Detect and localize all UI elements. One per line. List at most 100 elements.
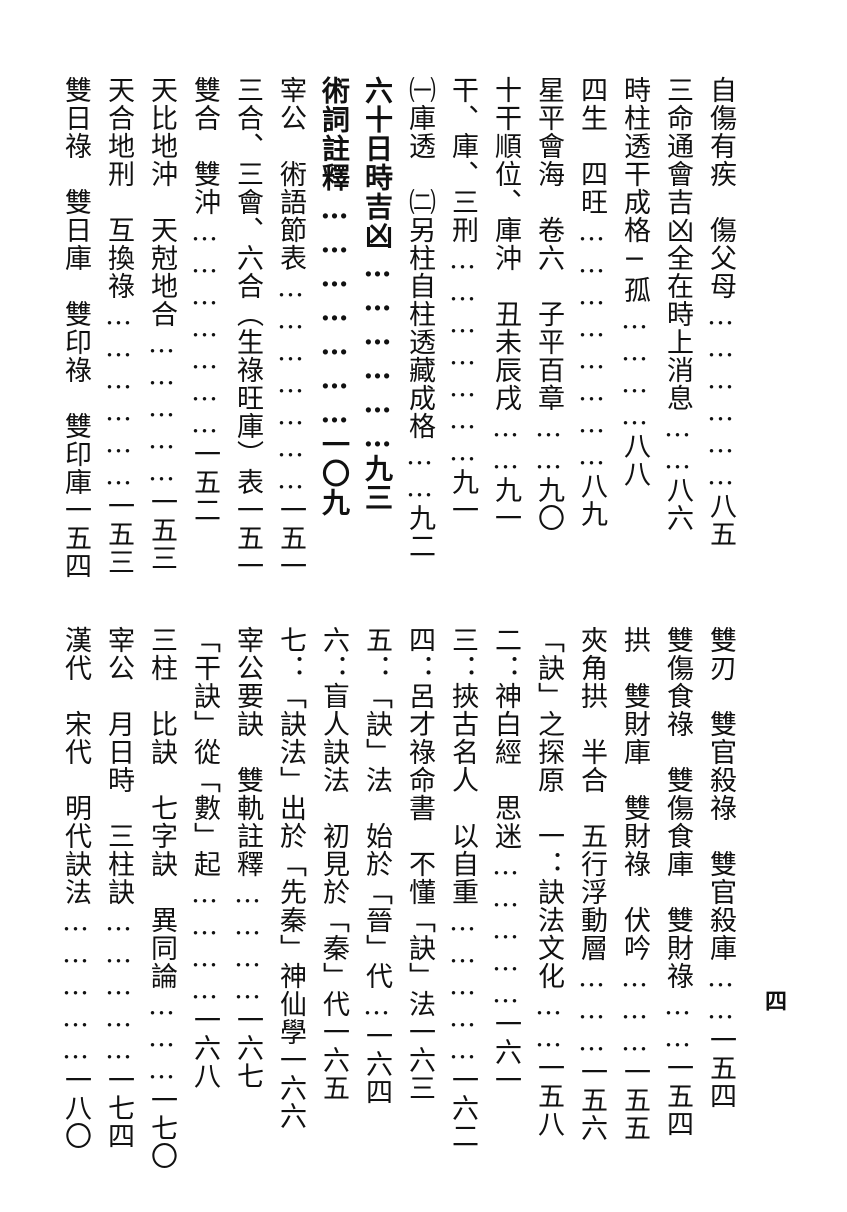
toc-entry-title: 自傷有疾 傷父母 [705,76,736,300]
toc-entry-leader: ………………… [275,272,306,496]
toc-entry-page: 一六三 [404,1018,435,1102]
toc-entry-page: 一六二 [447,1066,478,1150]
toc-entry-title: 雙傷食祿 雙傷食庫 雙財祿 [662,626,693,990]
toc-entry-leader: …………………… [576,216,607,472]
toc-entry-page: 一〇九 [318,430,351,517]
toc-entry-title: 宰公要訣 雙軌註釋 [232,626,263,878]
toc-entry-page: 一五二 [189,440,220,524]
toc-entry: 五：「訣」法 始於「晉」代…一六四 [361,626,392,1116]
toc-entry-title: 天比地沖 天尅地合 [146,76,177,328]
toc-entry-page: 九一 [447,468,478,524]
toc-entry-leader: …… [662,990,693,1054]
toc-entry: 宰公要訣 雙軌註釋…………一六七 [232,626,263,1116]
toc-entry-page: 一五四 [705,1026,736,1110]
toc-entry: 「干訣」從「數」起…………一六八 [189,626,220,1116]
toc-entry-title: 三命通會吉凶全在時上消息 [662,76,693,412]
toc-entry-leader: …… [490,412,521,476]
toc-entry: 拱 雙財庫 雙財祿 伏吟………一五五 [619,626,650,1142]
toc-entry-leader: ……… [619,962,650,1058]
toc-entry-leader: ………… [189,878,220,1006]
toc-entry-page: 一五六 [576,1058,607,1142]
toc-entry-page: 一五一 [232,496,263,580]
toc-entry: 三命通會吉凶全在時上消息……八六 [662,76,693,534]
toc-entry: 四生 四旺……………………八九 [576,76,607,534]
toc-entry-leader: …………… [146,328,177,488]
toc-entry-title: 術詞註釋 [318,76,351,192]
toc-entry-title: 三：挾古名人 以自重 [447,626,478,906]
toc-entry-leader: …… [404,440,435,504]
toc-entry-page: 九〇 [533,476,564,532]
toc-entry: 宰公 月日時 三柱訣……………一七四 [103,626,134,1150]
toc-entry: 六：盲人訣法 初見於「秦」代一六五 [318,626,349,1116]
toc-entry-leader: …………… [447,906,478,1066]
toc-entry-page: 一六六 [275,1046,306,1130]
toc-entry-title: 四：呂才祿命書 不懂「訣」法 [404,626,435,1018]
toc-entry: 六十日時吉凶………………九三 [361,76,394,534]
toc-entry-leader: ……… [146,990,177,1086]
toc-entry-leader: …… [662,412,693,476]
toc-entry-page: 一五四 [60,496,91,580]
toc-entry: ㈠庫透 ㈡另柱自柱透藏成格……九二 [404,76,435,560]
toc-entry-leader: ……………… [103,300,134,492]
toc-entry-page: 一五三 [146,488,177,572]
toc-entry-leader: …… [705,962,736,1026]
toc-entry-leader: …… [533,990,564,1054]
toc-entry-title: 四生 四旺 [576,76,607,216]
toc-entry-title: 三柱 比訣 七字訣 異同論 [146,626,177,990]
toc-entry: 時柱透干成格─孤…………八八 [619,76,650,534]
toc-entry-title: 六：盲人訣法 初見於「秦」代 [318,626,349,1018]
toc-entry-page: 一六五 [318,1018,349,1102]
toc-entry-leader: ………………… [318,192,351,430]
toc-entry: 「訣」之探原 一：訣法文化……一五八 [533,626,564,1138]
toc-entry-leader: ………………… [189,216,220,440]
toc-entry-page: 一五八 [533,1054,564,1138]
toc-entry: 雙日祿 雙日庫 雙印祿 雙印庫一五四 [60,76,91,580]
toc-entry: 夾角拱 半合 五行浮動層………一五六 [576,626,607,1142]
toc-entry-title: 天合地刑 互換祿 [103,76,134,300]
toc-entry: 雙合 雙沖…………………一五二 [189,76,220,534]
toc-entry: 四：呂才祿命書 不懂「訣」法一六三 [404,626,435,1116]
toc-entry-leader: ………………… [447,244,478,468]
toc-entry-title: 雙日祿 雙日庫 雙印祿 雙印庫 [60,76,91,496]
toc-entry-page: 九二 [404,504,435,560]
toc-entry-page: 一五一 [275,496,306,580]
toc-entry-page: 一七〇 [146,1086,177,1170]
toc-entry: 天合地刑 互換祿………………一五三 [103,76,134,576]
toc-entry-page: 一五五 [619,1058,650,1142]
toc-entry: 三合、三會、六合（生祿旺庫）表一五一 [232,76,263,580]
toc-entry-title: 十干順位、庫沖 丑未辰戌 [490,76,521,412]
toc-entry-title: 干、庫、三刑 [447,76,478,244]
toc-entry: 自傷有疾 傷父母………………八五 [705,76,736,548]
toc-entry: 宰公 術語節表…………………一五一 [275,76,306,580]
toc-entry-leader: … [361,990,392,1022]
toc-entry-page: 九一 [490,476,521,532]
toc-entry: 七：「訣法」出於「先秦」神仙學一六六 [275,626,306,1130]
toc-entry-leader: ……… [576,962,607,1058]
toc-entry-leader: …………… [490,850,521,1010]
toc-entry: 十干順位、庫沖 丑未辰戌……九一 [490,76,521,534]
toc-entry-title: 雙刃 雙官殺祿 雙官殺庫 [705,626,736,962]
toc-entry: 雙刃 雙官殺祿 雙官殺庫……一五四 [705,626,736,1116]
toc-entry-page: 一八〇 [60,1066,91,1150]
toc-entry-title: 宰公 術語節表 [275,76,306,272]
toc-entry: 三：挾古名人 以自重……………一六二 [447,626,478,1150]
toc-entry-title: 「訣」之探原 一：訣法文化 [533,626,564,990]
toc-entry: 三柱 比訣 七字訣 異同論………一七〇 [146,626,177,1170]
toc-entry-title: 六十日時吉凶 [361,76,394,250]
toc-entry: 二：神白經 思迷……………一六一 [490,626,521,1116]
toc-entry-page: 一六一 [490,1010,521,1094]
toc-entry-title: 三合、三會、六合（生祿旺庫）表 [232,76,263,496]
toc-entry-leader: ……………… [705,300,736,492]
toc-entry: 漢代 宋代 明代訣法……………一八〇 [60,626,91,1150]
toc-entry-leader: …… [533,412,564,476]
toc-entry-page: 八八 [619,432,650,488]
toc-entry: 術詞註釋…………………一〇九 [318,76,351,534]
toc-entry-leader: ………… [619,304,650,432]
toc-entry-page: 八六 [662,476,693,532]
toc-entry-title: 五：「訣」法 始於「晉」代 [361,626,392,990]
toc-entry-title: 漢代 宋代 明代訣法 [60,626,91,906]
toc-entry-title: 星平會海 卷六 子平百章 [533,76,564,412]
toc-entry-title: 「干訣」從「數」起 [189,626,220,878]
toc-entry-page: 一六四 [361,1022,392,1106]
toc-entry: 雙傷食祿 雙傷食庫 雙財祿……一五四 [662,626,693,1138]
